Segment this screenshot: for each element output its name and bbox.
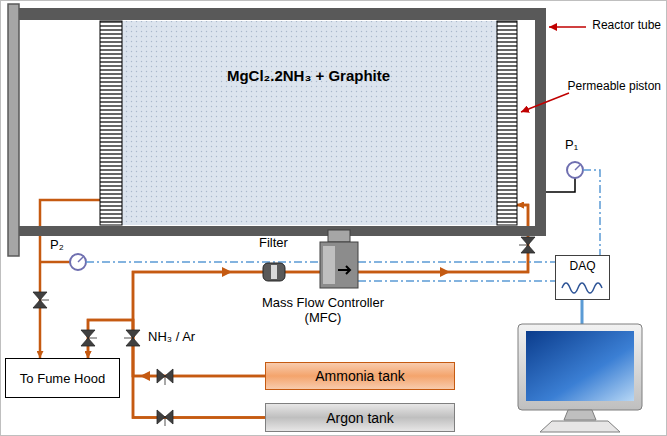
permeable-piston [497,21,517,225]
fume-hood-box: To Fume Hood [5,358,120,398]
gas-tank: Argon tank [265,403,455,432]
mfc-panel [323,246,335,284]
valve-symbol [157,410,173,426]
data-cable [581,300,584,324]
callout-arrow [521,93,569,112]
mfc-body [320,242,358,288]
monitor-frame [518,324,642,410]
daq-box: DAQ [555,255,610,300]
flow-arrow [440,267,450,277]
part-label: Filter [259,236,288,251]
pressure-gauge [567,162,583,178]
node-text: Argon tank [326,410,394,426]
valve-symbol [81,330,97,346]
valve-symbol [157,369,173,385]
gauge-label: P₁ [565,138,578,153]
part-label: Reactor tube [592,19,661,33]
valve-symbol [519,237,535,253]
monitor-base [540,421,620,432]
reactor-bed: MgCl₂.2NH₃ + Graphite [100,21,517,225]
signal-line [358,280,555,282]
signal-line [583,170,600,255]
permeable-piston [100,21,122,225]
tube-wall [535,8,546,236]
part-label: Mass Flow Controller (MFC) [248,296,398,326]
pressure-tap [546,178,575,192]
mfc-head [328,230,350,242]
node-text: DAQ [569,259,595,273]
part-label: Permeable piston [568,80,661,94]
daq-box-ground [555,255,610,300]
mfc-arrow [338,266,350,274]
monitor-screen [526,331,634,401]
gas-label: NH₃ / Ar [148,330,195,345]
valve-symbol [33,292,49,308]
pressure-tap [40,261,70,264]
flange [8,4,19,256]
node-text: Ammonia tank [315,368,404,384]
valve-symbol [124,330,140,346]
gauge-needle [575,165,580,170]
flow-arrow [140,371,150,381]
pressure-gauge [70,254,86,270]
callout-arrow [549,26,586,28]
flow-arrow [222,267,232,277]
signal-wave [562,283,602,293]
gas-tank: Ammonia tank [265,362,455,390]
tube-wall [16,8,546,20]
filter-symbol [263,263,285,281]
gauge-label: P₂ [50,238,64,253]
tube-wall [16,226,546,236]
monitor-stand [564,410,596,420]
gas-pipe [40,200,100,358]
node-text: MgCl₂.2NH₃ + Graphite [227,67,390,84]
node-text: To Fume Hood [20,371,105,386]
gauge-needle [78,257,83,262]
filter-element [271,265,277,279]
powder-bed [122,21,497,225]
gas-pipe [133,205,528,418]
